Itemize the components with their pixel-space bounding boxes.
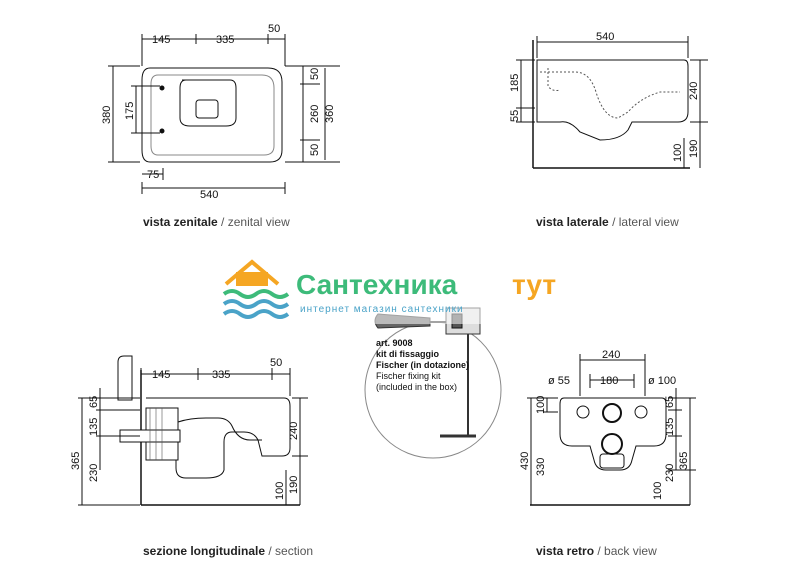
section-inner-trap — [177, 417, 262, 441]
zenital-dim-145: 145 — [152, 34, 170, 46]
section-dim-190: 190 — [288, 476, 300, 494]
caption-zenital-en: / zenital view — [221, 215, 290, 229]
caption-section: sezione longitudinale / section — [143, 544, 313, 558]
zenital-dim-50: 50 — [268, 23, 280, 35]
section-dim-145: 145 — [152, 369, 170, 381]
lateral-dim-190: 190 — [688, 140, 700, 158]
caption-back-it: vista retro — [536, 544, 595, 558]
zenital-labels: 145 335 50 380 175 50 260 360 50 75 540 — [101, 23, 336, 201]
section-dim-240: 240 — [288, 422, 300, 440]
lateral-dim-55: 55 — [509, 110, 521, 122]
lateral-dim-100: 100 — [672, 144, 684, 162]
kit-art-number: art. 9008 — [376, 338, 413, 348]
zenital-rim-cutout — [195, 99, 219, 119]
caption-lateral-en: / lateral view — [612, 215, 679, 229]
back-drain-outlet — [599, 453, 625, 469]
back-body-outline — [559, 397, 667, 471]
kit-labels: art. 9008 kit di fissaggio Fischer (in d… — [376, 338, 469, 392]
caption-zenital-it: vista zenitale — [143, 215, 218, 229]
zenital-dim-360: 360 — [324, 105, 336, 123]
zenital-view — [108, 34, 340, 194]
lateral-dim-240: 240 — [688, 82, 700, 100]
caption-lateral-it: vista laterale — [536, 215, 609, 229]
lateral-dim-540: 540 — [596, 31, 614, 43]
caption-section-en: / section — [268, 544, 314, 558]
back-dim-65: 65 — [664, 396, 676, 408]
section-dim-50: 50 — [270, 357, 282, 369]
back-labels: 240 180 ø 55 ø 100 100 430 330 65 135 36… — [519, 349, 690, 500]
zenital-dim-380: 380 — [101, 106, 113, 124]
back-drain-hole — [601, 433, 623, 455]
watermark-subtitle: интернет магазин сантехники — [300, 304, 464, 315]
caption-section-it: sezione longitudinale — [143, 544, 266, 558]
back-hole-right — [634, 405, 648, 419]
watermark-title-accent: тут — [512, 269, 556, 300]
caption-lateral: vista laterale / lateral view — [536, 215, 679, 229]
zenital-dim-335: 335 — [216, 34, 234, 46]
zenital-bowl-inner — [150, 74, 275, 156]
back-dim-430: 430 — [519, 452, 531, 470]
back-dim-d55: ø 55 — [548, 375, 570, 387]
zenital-dim-540: 540 — [200, 189, 218, 201]
lateral-view — [516, 36, 708, 169]
zenital-dim-175: 175 — [124, 102, 136, 120]
watermark-backdrop — [220, 258, 580, 324]
watermark-title-main: Сантехника — [296, 269, 458, 300]
zenital-dim-50-top: 50 — [309, 68, 321, 80]
back-dim-180: 180 — [600, 375, 618, 387]
caption-zenital: vista zenitale / zenital view — [143, 215, 290, 229]
caption-back: vista retro / back view — [536, 544, 657, 558]
zenital-seat-opening — [179, 79, 237, 127]
kit-line-it-2: Fischer (in dotazione) — [376, 360, 469, 370]
back-hole-center — [602, 403, 622, 423]
section-dim-365: 365 — [70, 452, 82, 470]
caption-back-en: / back view — [597, 544, 657, 558]
kit-line-it: kit di fissaggio — [376, 349, 440, 359]
back-dim-d100: ø 100 — [648, 375, 676, 387]
lateral-dim-185: 185 — [509, 74, 521, 92]
back-dim-135: 135 — [664, 418, 676, 436]
zenital-dim-50-bottom: 50 — [309, 144, 321, 156]
kit-line-en-2: (included in the box) — [376, 382, 457, 392]
watermark: Сантехника тут интернет магазин сантехни… — [220, 258, 580, 324]
section-dim-230: 230 — [88, 464, 100, 482]
section-dim-335: 335 — [212, 369, 230, 381]
back-dim-230: 230 — [664, 464, 676, 482]
kit-line-en: Fischer fixing kit — [376, 371, 441, 381]
section-dim-65: 65 — [88, 396, 100, 408]
section-dim-135: 135 — [88, 418, 100, 436]
section-dim-100: 100 — [274, 482, 286, 500]
section-body-outline — [146, 397, 291, 479]
house-icon — [222, 259, 290, 319]
zenital-dim-75: 75 — [147, 169, 159, 181]
back-dim-100-floor: 100 — [652, 482, 664, 500]
back-dim-365: 365 — [678, 452, 690, 470]
back-view — [527, 354, 696, 506]
lateral-body-outline — [536, 59, 689, 141]
lateral-labels: 540 185 55 240 100 190 — [509, 31, 700, 162]
back-hole-left — [576, 405, 590, 419]
zenital-dim-260: 260 — [309, 105, 321, 123]
section-labels: 145 335 50 65 135 365 230 240 100 190 — [70, 357, 300, 500]
zenital-bowl-outline — [141, 67, 283, 163]
section-view — [78, 355, 308, 506]
section-flush-pipe — [117, 355, 133, 401]
back-dim-330: 330 — [535, 458, 547, 476]
back-dim-240: 240 — [602, 349, 620, 361]
lateral-inner-dashed — [540, 71, 680, 119]
back-dim-100: 100 — [535, 396, 547, 414]
